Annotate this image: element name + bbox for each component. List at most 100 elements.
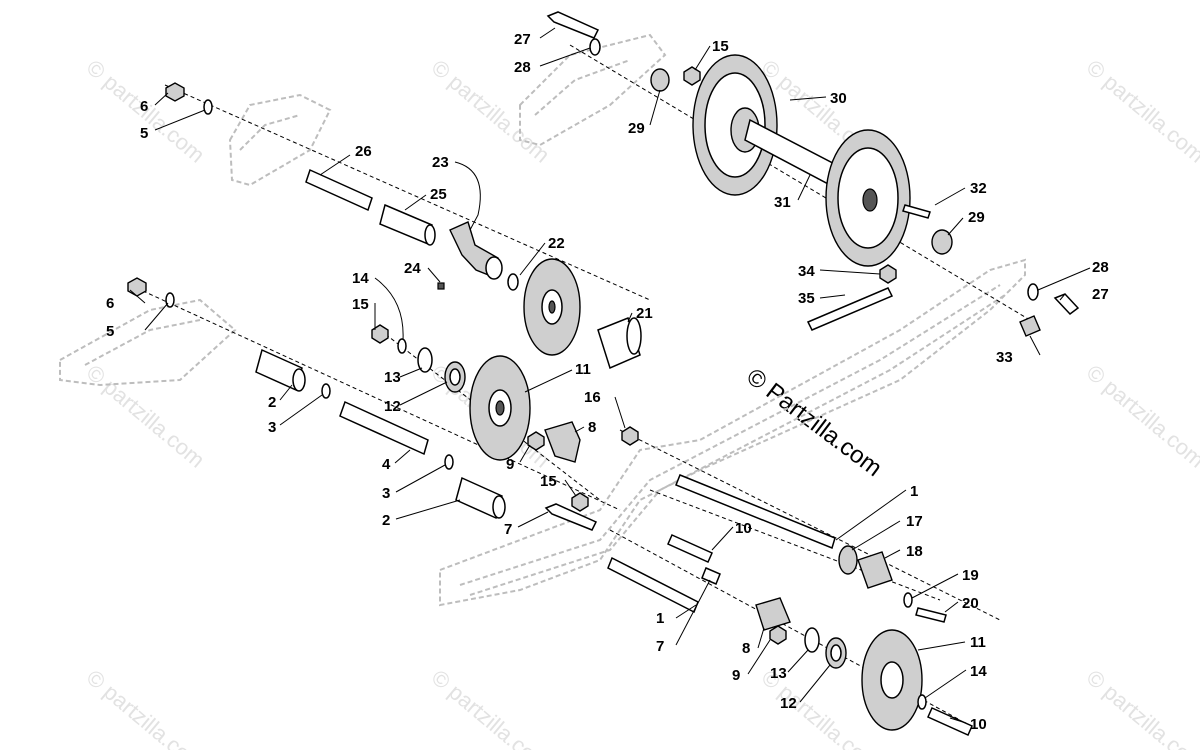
cap-29-lower [931, 229, 953, 255]
watermark: © partzilla.com [82, 665, 210, 750]
spacer-21-end [626, 317, 642, 355]
callout-15: 15 [712, 38, 729, 55]
washer-5-lower [165, 292, 175, 308]
callout-6: 6 [106, 295, 114, 312]
bolt-32 [902, 204, 931, 219]
main-rail-inner2 [469, 294, 1006, 596]
washer-22 [507, 273, 519, 291]
watermark: © partzilla.com [82, 360, 210, 473]
callout-1: 1 [910, 483, 918, 500]
callout-18: 18 [906, 543, 923, 560]
bolt-27-top [546, 11, 600, 39]
watermark: © partzilla.com [427, 665, 555, 750]
arm-23-hub [485, 256, 503, 280]
parts [127, 11, 1080, 736]
nut-16 [621, 426, 639, 446]
wheel-11-upper-bore [495, 400, 505, 416]
nut-15-mid [571, 492, 589, 512]
ring-13-lower [804, 627, 820, 653]
upper-left-rail-inner [239, 114, 301, 151]
washer-3-lower [444, 454, 454, 470]
callout-7: 7 [656, 638, 664, 655]
assembly-axes [129, 44, 1031, 721]
callout-12: 12 [384, 398, 401, 415]
washer-28-right [1027, 283, 1039, 301]
watermarks: © partzilla.com © partzilla.com © partzi… [82, 55, 1200, 750]
bolt-27-right [1053, 293, 1080, 316]
callout-7: 7 [504, 521, 512, 538]
callout-9: 9 [506, 456, 514, 473]
callout-9: 9 [732, 667, 740, 684]
ring-13-left [417, 347, 433, 373]
watermark: © partzilla.com [1082, 360, 1200, 473]
callout-20: 20 [962, 595, 979, 612]
leader-lines [129, 27, 1091, 724]
wheel-22-bore [548, 300, 556, 314]
callout-27: 27 [514, 31, 531, 48]
callout-17: 17 [906, 513, 923, 530]
callout-5: 5 [140, 125, 148, 142]
nut-9-lower [769, 625, 787, 645]
rail-frames [59, 33, 1026, 607]
spacer-25-end [424, 224, 436, 246]
wheel-11-lower-hub [880, 661, 904, 699]
watermark: © partzilla.com [1082, 665, 1200, 750]
washer-19 [903, 592, 913, 608]
nut-6-lower [127, 277, 147, 297]
callout-12: 12 [780, 695, 797, 712]
callout-5: 5 [106, 323, 114, 340]
bolt-20 [915, 607, 947, 623]
nut-9-upper [527, 431, 545, 451]
callout-8: 8 [742, 640, 750, 657]
callout-34: 34 [798, 263, 815, 280]
brand-label: © Partzilla.com [741, 363, 886, 482]
callout-15: 15 [540, 473, 557, 490]
washer-14-left [397, 338, 407, 354]
callout-21: 21 [636, 305, 653, 322]
washer-14-lower [917, 694, 927, 710]
bolt-10-lower [927, 707, 973, 736]
callout-28: 28 [1092, 259, 1109, 276]
block-33 [1019, 315, 1041, 337]
bracket-8-upper [544, 421, 581, 463]
callout-32: 32 [970, 180, 987, 197]
callout-2: 2 [268, 394, 276, 411]
spacer-2-lower-end [492, 495, 506, 519]
upper-right-rail-inner [534, 59, 631, 116]
bolt-10-upper [667, 534, 713, 563]
upper-left-rail [228, 93, 332, 187]
bolt-7-lower [701, 567, 721, 585]
left-rail [59, 298, 237, 387]
callouts: 27 15 28 30 29 6 5 26 23 25 31 32 29 22 … [106, 31, 1109, 733]
watermark: © partzilla.com [1082, 55, 1200, 168]
bracket-8-lower [755, 597, 791, 631]
callout-13: 13 [770, 665, 787, 682]
callout-29: 29 [968, 209, 985, 226]
bracket-18 [857, 551, 893, 589]
shaft-26 [305, 168, 373, 212]
bolt-7-upper [544, 503, 598, 531]
callout-15: 15 [352, 296, 369, 313]
callout-28: 28 [514, 59, 531, 76]
washer-3-upper [321, 383, 331, 399]
callout-11: 11 [575, 361, 591, 378]
callout-31: 31 [774, 194, 791, 211]
nut-15-left [371, 324, 389, 344]
cap-29-upper [650, 68, 670, 92]
callout-25: 25 [430, 186, 447, 203]
nut-15-top [683, 66, 701, 86]
nut-6-upper [165, 82, 185, 102]
callout-3: 3 [382, 485, 390, 502]
callout-1: 1 [656, 610, 664, 627]
callout-24: 24 [404, 260, 421, 277]
pin-24 [437, 282, 445, 290]
callout-14: 14 [970, 663, 987, 680]
callout-10: 10 [970, 716, 987, 733]
callout-6: 6 [140, 98, 148, 115]
callout-23: 23 [432, 154, 449, 171]
upper-right-rail [519, 33, 667, 147]
callout-10: 10 [735, 520, 752, 537]
callout-29: 29 [628, 120, 645, 137]
spacer-17 [838, 545, 858, 575]
shaft-4 [339, 400, 429, 456]
